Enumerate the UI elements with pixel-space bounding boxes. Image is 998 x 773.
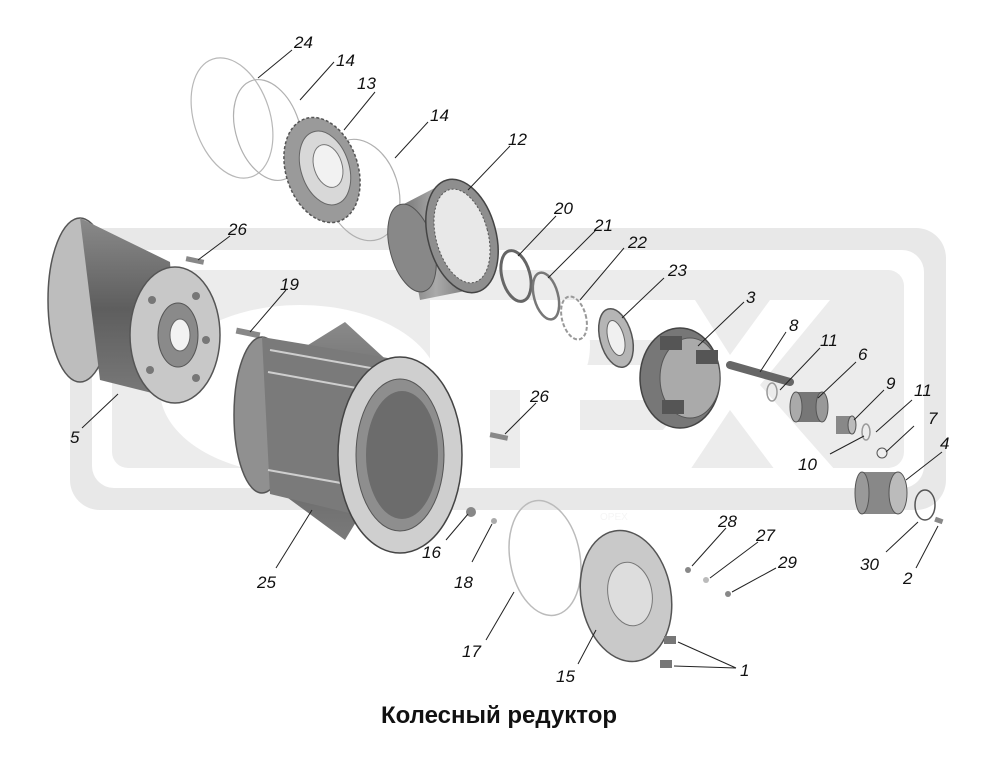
part-11-washer-a — [766, 382, 778, 402]
callout-20: 20 — [553, 199, 573, 218]
part-14-ring-left — [232, 78, 304, 182]
callout-2: 2 — [902, 569, 913, 588]
callout-7: 7 — [928, 409, 938, 428]
part-9-needle-bearing — [836, 415, 857, 435]
callout-8: 8 — [789, 316, 799, 335]
part-26-bolt-mid — [489, 432, 509, 441]
part-12-ring-gear — [387, 178, 499, 300]
callout-23: 23 — [667, 261, 687, 280]
callout-5: 5 — [70, 428, 80, 447]
part-13-gear — [283, 116, 361, 224]
callout-10: 10 — [798, 455, 817, 474]
callout-19: 19 — [280, 275, 299, 294]
callout-14: 14 — [336, 51, 355, 70]
part-16-washer — [466, 507, 476, 517]
callout-17: 17 — [462, 642, 481, 661]
part-11-washer-b — [861, 423, 871, 441]
callout-6: 6 — [858, 345, 868, 364]
callout-18: 18 — [454, 573, 473, 592]
part-24-ring — [190, 57, 274, 179]
callout-27: 27 — [755, 526, 775, 545]
callout-21: 21 — [593, 216, 613, 235]
part-29-plug — [725, 591, 731, 597]
part-25-drum — [233, 322, 463, 554]
part-28-bolt — [685, 567, 691, 573]
part-21-ring — [531, 271, 561, 321]
part-18-bolt — [491, 518, 497, 524]
part-1-bolt-a — [664, 636, 676, 644]
part-27-washer — [703, 577, 709, 583]
part-20-ring — [499, 249, 533, 303]
part-1-bolt-b — [660, 660, 672, 668]
part-17-gasket — [508, 499, 582, 617]
callout-24: 24 — [293, 33, 313, 52]
callout-30: 30 — [860, 555, 879, 574]
callout-12: 12 — [508, 130, 527, 149]
callout-1: 1 — [740, 661, 749, 680]
callout-25: 25 — [256, 573, 276, 592]
part-6-planet-gear — [789, 391, 829, 423]
part-7-nut — [876, 447, 888, 459]
callout-14: 14 — [430, 106, 449, 125]
part-15-cover — [579, 529, 673, 663]
callout-26: 26 — [227, 220, 247, 239]
part-22-lockring — [560, 295, 588, 341]
callout-26: 26 — [529, 387, 549, 406]
callout-13: 13 — [357, 74, 376, 93]
part-23-bearing-inner — [606, 319, 626, 357]
callout-labels: 24 14 13 14 12 26 20 21 22 19 23 3 8 11 … — [70, 33, 949, 686]
diagram-caption: Колесный редуктор — [380, 702, 618, 729]
watermark-text: OPEX — [600, 512, 628, 523]
leader-lines — [81, 49, 943, 669]
callout-28: 28 — [717, 512, 737, 531]
callout-11: 11 — [820, 331, 838, 350]
callout-3: 3 — [746, 288, 756, 307]
callout-16: 16 — [422, 543, 441, 562]
part-2-plug — [934, 516, 944, 525]
part-3-carrier — [639, 327, 721, 429]
part-4-sun-gear — [854, 471, 908, 515]
part-8-shaft — [726, 361, 794, 386]
callout-9: 9 — [886, 374, 896, 393]
callout-11: 11 — [914, 381, 932, 400]
part-5-hub — [47, 217, 221, 404]
part-26-bolt-top — [185, 256, 205, 265]
callout-29: 29 — [777, 553, 797, 572]
part-19-stud — [235, 327, 261, 339]
callout-15: 15 — [556, 667, 575, 686]
part-30-oring — [914, 489, 936, 521]
callout-4: 4 — [940, 434, 949, 453]
callout-22: 22 — [627, 233, 647, 252]
